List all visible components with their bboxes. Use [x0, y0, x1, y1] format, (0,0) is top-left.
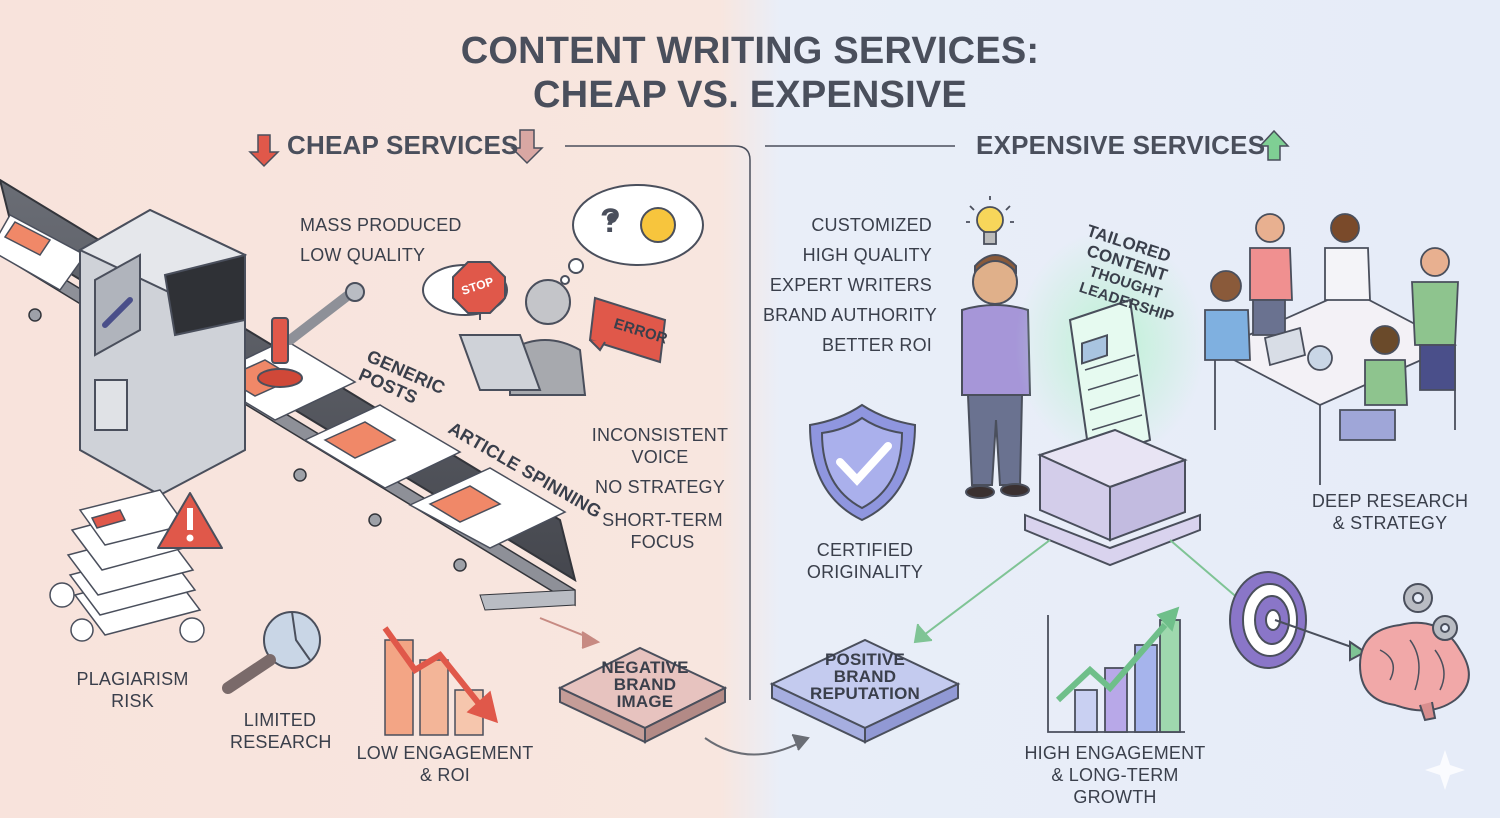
high-engagement-label: HIGH ENGAGEMENT & LONG-TERM GROWTH: [1024, 743, 1206, 807]
tailored-content-document: [1015, 230, 1205, 567]
expensive-services-header: EXPENSIVE SERVICES: [976, 130, 1266, 160]
limited-research-label: LIMITED RESEARCH: [230, 710, 332, 752]
up-arrow-icon: [1258, 129, 1290, 161]
cheap-issue: NO STRATEGY: [595, 477, 725, 497]
error-badge: [588, 296, 667, 364]
down-arrow-icon: [248, 134, 280, 168]
content-machine: [77, 208, 248, 497]
cheap-services-header: CHEAP SERVICES: [287, 130, 519, 160]
team-meeting: [1204, 213, 1459, 485]
page-subtitle: CHEAP VS. EXPENSIVE: [533, 74, 967, 116]
shield-check-icon: [808, 403, 917, 522]
certified-originality-label: CERTIFIED ORIGINALITY: [806, 540, 924, 582]
expensive-item: BETTER ROI: [821, 335, 932, 355]
stop-sign: [452, 261, 506, 320]
paper-stack: [49, 489, 205, 643]
confused-person: ?: [422, 184, 704, 396]
broken-magnifier-icon: [222, 611, 321, 694]
lightbulb-icon: [966, 196, 1014, 245]
robotic-stamp-arm: [257, 282, 365, 388]
section-divider: [565, 145, 955, 700]
line-chart-icon: [1047, 606, 1185, 733]
cheap-issue: INCONSISTENT VOICE: [591, 425, 729, 467]
plagiarism-risk-label: PLAGIARISM RISK: [76, 669, 189, 711]
low-engagement-label: LOW ENGAGEMENT & ROI: [356, 743, 534, 785]
sparkle-icon: [1425, 750, 1465, 790]
gear-icon: [1403, 583, 1458, 641]
flow-arrow: [539, 617, 601, 649]
cheap-issue: SHORT-TERM FOCUS: [602, 510, 723, 552]
cheap-item: LOW QUALITY: [300, 245, 426, 265]
thinking-person: [961, 254, 1032, 499]
flow-arrow: [913, 539, 1241, 644]
deep-research-label: DEEP RESEARCH & STRATEGY: [1311, 491, 1469, 533]
warning-icon: [157, 492, 223, 549]
expensive-item: HIGH QUALITY: [802, 245, 932, 265]
negative-brand-tile: [557, 646, 728, 744]
expensive-item: CUSTOMIZED: [811, 215, 932, 235]
positive-brand-tile: [769, 638, 961, 744]
negative-brand-image-label: NEGATIVE BRAND IMAGE: [601, 658, 689, 711]
brain-icon: [1358, 621, 1470, 722]
cheap-item: MASS PRODUCED: [300, 215, 462, 235]
svg-text:?: ?: [600, 202, 621, 240]
down-arrow-icon: [510, 129, 544, 165]
expensive-item: EXPERT WRITERS: [769, 275, 932, 295]
falling-bar-chart: [382, 626, 499, 736]
transition-arrow: [704, 734, 810, 756]
positive-brand-reputation-label: POSITIVE BRAND REPUTATION: [810, 650, 920, 703]
expensive-item: BRAND AUTHORITY: [762, 305, 937, 325]
target-icon: [1229, 571, 1367, 669]
page-title: CONTENT WRITING SERVICES:: [460, 30, 1040, 72]
